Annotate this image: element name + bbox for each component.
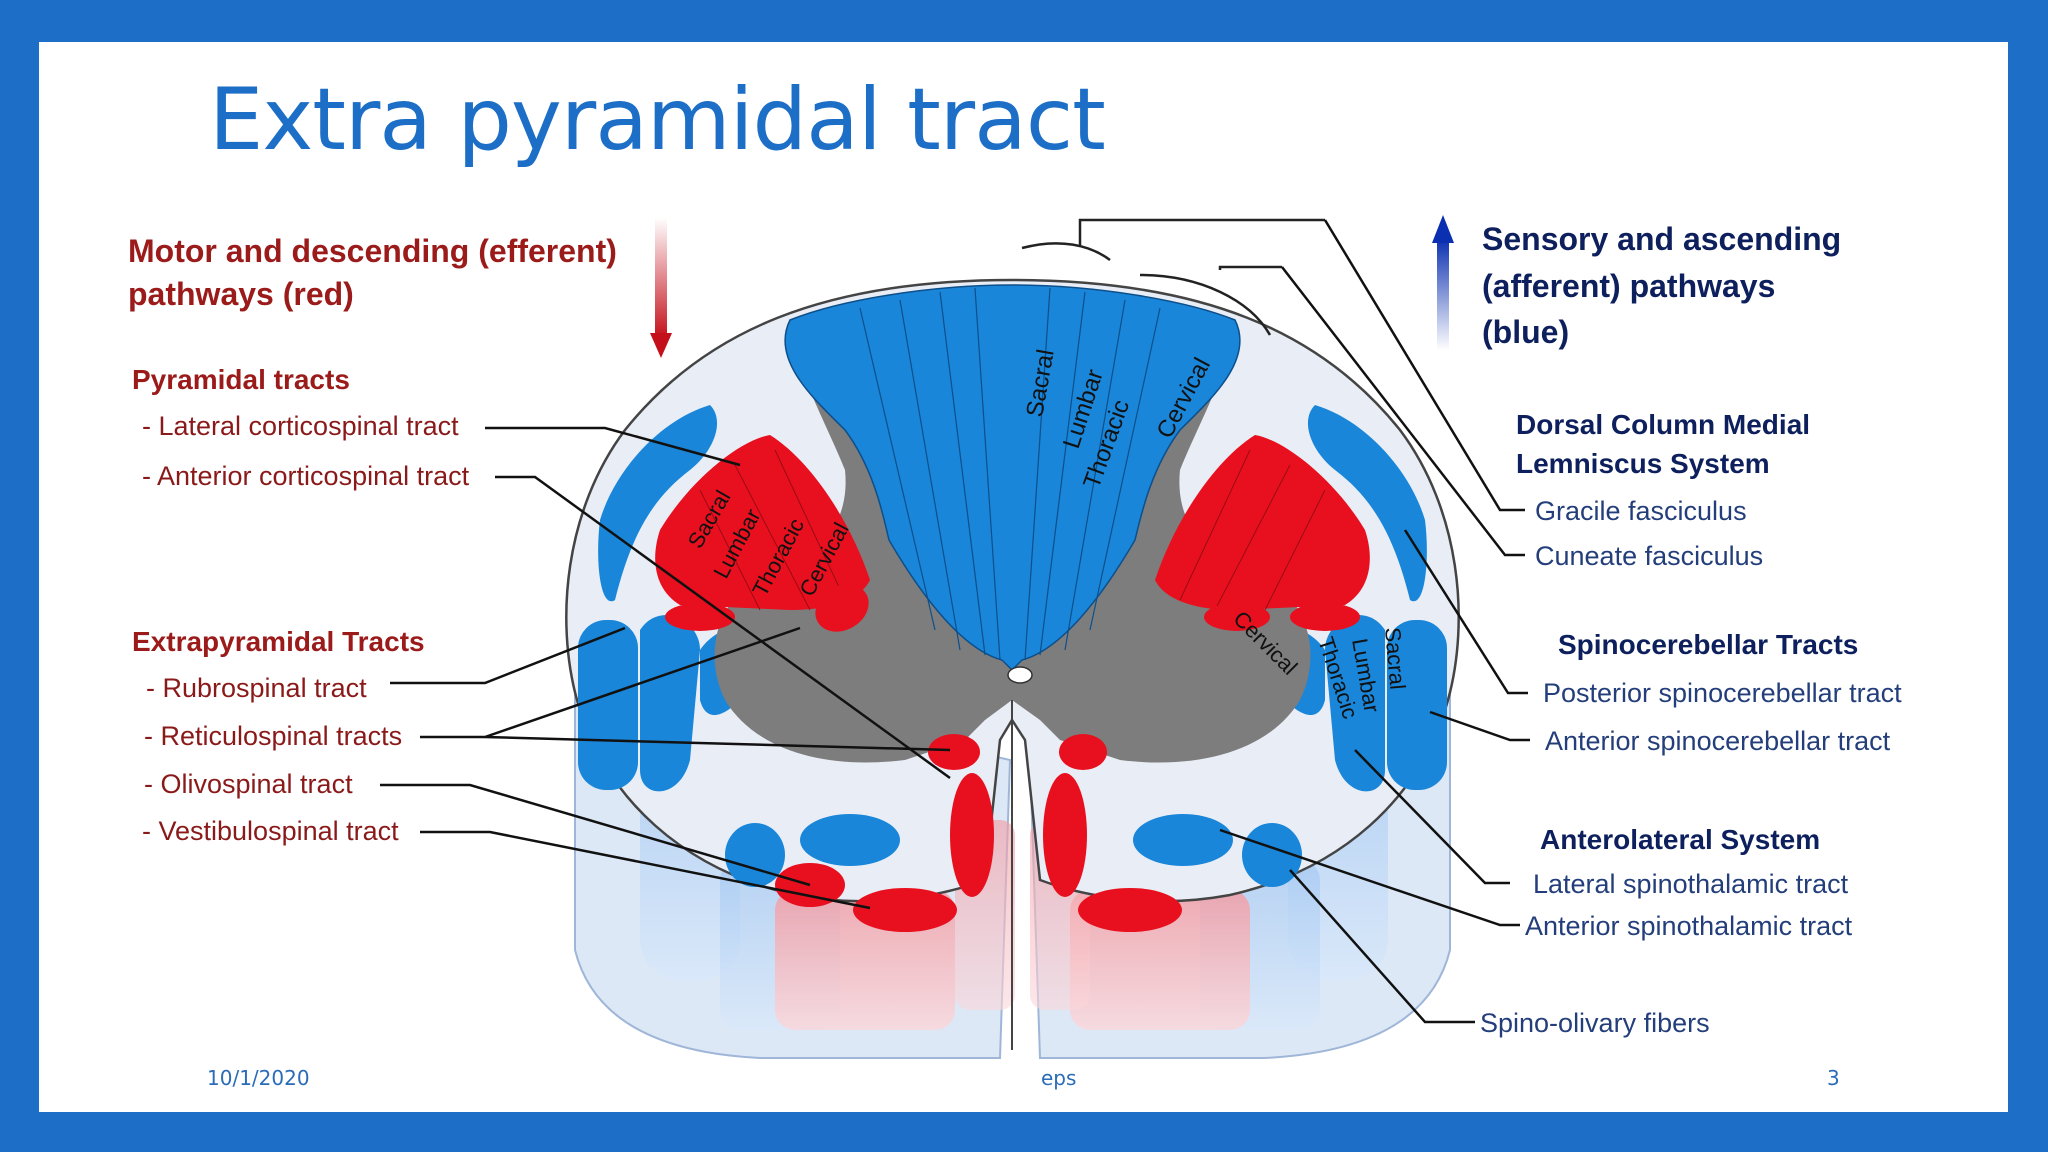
label-olivospinal: - Olivospinal tract xyxy=(144,769,353,799)
label-reticulospinal: - Reticulospinal tracts xyxy=(144,721,402,751)
red-arrow-icon xyxy=(655,218,667,338)
slide-title: Extra pyramidal tract xyxy=(209,70,1106,170)
right-leader-lines xyxy=(1219,219,1530,1024)
spinal-cord-diagram: Sacral Lumbar Thoracic Cervical Sacral L… xyxy=(128,215,1902,1059)
pyramidal-heading: Pyramidal tracts xyxy=(132,364,350,395)
label-anterior-spinothalamic: Anterior spinothalamic tract xyxy=(1525,911,1853,941)
footer-center: eps xyxy=(1041,1066,1077,1090)
blue-arrow-icon xyxy=(1437,238,1449,350)
dorsal-column-fibers xyxy=(859,287,1161,661)
sensory-legend-line3: (blue) xyxy=(1482,314,1569,350)
label-anterior-spinocerebellar: Anterior spinocerebellar tract xyxy=(1545,726,1891,756)
seg-stt-sacral: Sacral xyxy=(1380,626,1410,690)
sensory-legend-line2: (afferent) pathways xyxy=(1482,268,1775,304)
label-lateral-corticospinal: - Lateral corticospinal tract xyxy=(142,411,459,441)
anterolateral-heading: Anterolateral System xyxy=(1540,824,1820,855)
slide: Extra pyramidal tract xyxy=(39,42,2008,1112)
footer-page-number: 3 xyxy=(1827,1066,1840,1090)
footer-date: 10/1/2020 xyxy=(207,1066,310,1090)
spinocerebellar-heading: Spinocerebellar Tracts xyxy=(1558,629,1858,660)
motor-legend-line2: pathways (red) xyxy=(128,276,354,312)
label-spino-olivary: Spino-olivary fibers xyxy=(1480,1008,1710,1038)
dcml-heading-2: Lemniscus System xyxy=(1516,448,1770,479)
dorsal-brackets xyxy=(1021,218,1325,336)
dcml-heading-1: Dorsal Column Medial xyxy=(1516,409,1810,440)
label-rubrospinal: - Rubrospinal tract xyxy=(146,673,367,703)
sensory-legend-line1: Sensory and ascending xyxy=(1482,221,1841,257)
label-cuneate: Cuneate fasciculus xyxy=(1535,541,1763,571)
motor-legend-line1: Motor and descending (efferent) xyxy=(128,233,617,269)
label-lateral-spinothalamic: Lateral spinothalamic tract xyxy=(1533,869,1849,899)
extrapyramidal-heading: Extrapyramidal Tracts xyxy=(132,626,425,657)
label-posterior-spinocerebellar: Posterior spinocerebellar tract xyxy=(1543,678,1902,708)
label-anterior-corticospinal: - Anterior corticospinal tract xyxy=(142,461,470,491)
label-vestibulospinal: - Vestibulospinal tract xyxy=(142,816,399,846)
left-leader-lines xyxy=(380,426,951,910)
label-gracile: Gracile fasciculus xyxy=(1535,496,1747,526)
